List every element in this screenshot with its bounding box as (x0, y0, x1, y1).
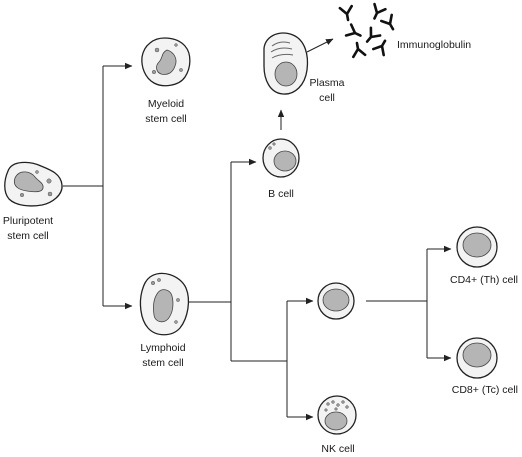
myeloid-label-line1: Myeloid (148, 98, 184, 110)
lymphoid-label-line2: stem cell (142, 357, 183, 369)
pluripotent-label-line1: Pluripotent (3, 215, 53, 227)
plasma-cell-icon (263, 32, 309, 95)
immunoglobulin-label: Immunoglobulin (397, 39, 471, 51)
nk-cell-label: NK cell (321, 443, 354, 455)
immunoglobulin-icon (338, 2, 395, 59)
lymphoid-stem-cell-icon (139, 272, 190, 336)
pluripotent-stem-cell-icon (4, 161, 63, 207)
plasma-label-line1: Plasma (309, 77, 344, 89)
cd4-cell-icon (456, 226, 498, 268)
myeloid-stem-cell-icon (141, 37, 191, 87)
cd8-cell-icon (456, 337, 498, 379)
connectors (63, 38, 452, 421)
myeloid-label-line2: stem cell (145, 113, 186, 125)
arrow-plasma-to-ig (306, 38, 334, 53)
b-cell-icon (262, 138, 300, 178)
plasma-label-line2: cell (319, 92, 335, 104)
cd8-label: CD8+ (Tc) cell (452, 384, 518, 396)
t-precursor-cell-icon (317, 282, 355, 320)
cd4-label: CD4+ (Th) cell (450, 274, 518, 286)
b-cell-label: B cell (268, 188, 294, 200)
nk-cell-icon (317, 395, 357, 435)
lymphoid-label-line1: Lymphoid (140, 342, 185, 354)
pluripotent-label-line2: stem cell (7, 230, 48, 242)
